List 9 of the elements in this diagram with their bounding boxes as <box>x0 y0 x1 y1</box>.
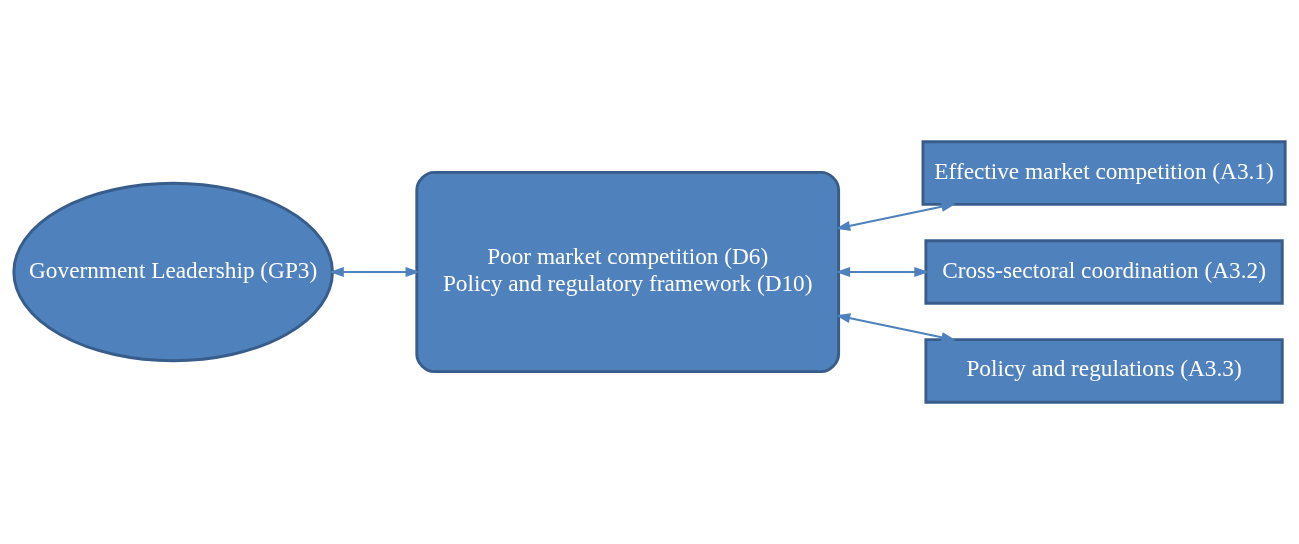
arrow <box>329 266 421 278</box>
node-ellipse: Government Leadership (GP3) <box>12 181 334 363</box>
arrow <box>835 266 929 278</box>
arrow <box>835 201 956 231</box>
node-box: Policy and regulations (A3.3) <box>924 338 1284 404</box>
node-box: Effective market competition (A3.1) <box>921 140 1287 206</box>
arrow <box>835 313 956 343</box>
node-box: Cross-sectoral coordination (A3.2) <box>924 239 1284 305</box>
node-box: Poor market competition (D6) Policy and regulatory framework (D10) <box>415 170 841 374</box>
